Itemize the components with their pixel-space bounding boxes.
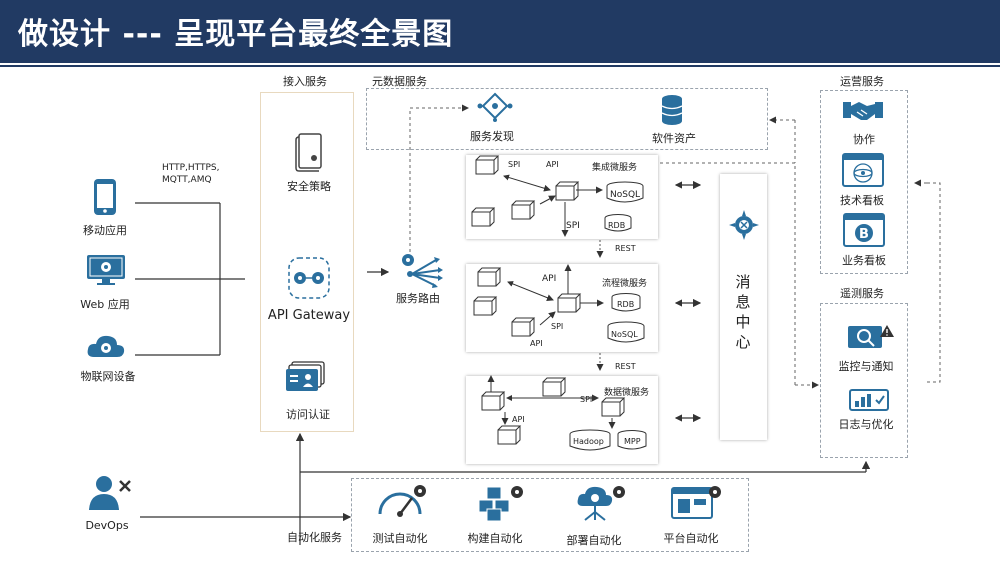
section-label-automation: 自动化服务 <box>287 531 342 544</box>
data-store-mpp: MPP <box>624 437 641 446</box>
deploy-cloud-icon <box>575 484 627 528</box>
api-gateway-label: API Gateway <box>267 308 351 323</box>
data-api-label: API <box>512 415 525 424</box>
access-auth-label: 访问认证 <box>286 408 330 421</box>
blocks-icon <box>475 484 525 526</box>
metadata-service-box <box>366 88 768 150</box>
database-assets-icon <box>660 94 684 130</box>
scroll-document-icon <box>295 132 325 176</box>
handshake-icon <box>843 96 883 128</box>
automation-item-deploy: 部署自动化 <box>566 534 622 547</box>
id-card-icon <box>286 361 326 397</box>
mobile-phone-icon <box>93 178 117 220</box>
integration-spi-label: SPI <box>508 160 521 169</box>
monitor-icon <box>86 254 126 290</box>
access-security-label: 安全策略 <box>287 180 331 193</box>
flow-store-rdb: RDB <box>617 300 635 309</box>
svg-text:B: B <box>859 227 869 242</box>
data-store-hadoop: Hadoop <box>573 437 604 446</box>
service-discovery-label: 服务发现 <box>470 130 514 143</box>
flow-store-nosql: NoSQL <box>611 330 638 339</box>
gateway-gears-icon <box>287 256 331 304</box>
flow-api-label: API <box>542 274 557 284</box>
client-mobile: 移动应用 <box>83 224 127 237</box>
observe-item-logging: 日志与优化 <box>838 418 894 431</box>
observe-item-monitoring: 监控与通知 <box>838 360 894 373</box>
protocol-label: HTTP,HTTPS, MQTT,AMQ <box>162 163 220 185</box>
observe-service-box <box>820 303 908 458</box>
automation-item-build: 构建自动化 <box>467 532 523 545</box>
header-divider-thin <box>0 65 1000 67</box>
section-label-observe: 遥测服务 <box>840 287 884 300</box>
header-divider <box>0 60 1000 63</box>
automation-item-platform: 平台自动化 <box>663 532 719 545</box>
flow-spi-label: SPI <box>551 322 564 331</box>
routing-arrows-icon <box>396 250 446 292</box>
section-label-metadata: 元数据服务 <box>372 75 427 88</box>
data-service-label: 数据微服务 <box>604 388 650 398</box>
devops-person-icon <box>88 475 132 515</box>
software-assets-label: 软件资产 <box>652 132 696 145</box>
rest-label-1: REST <box>615 244 636 253</box>
integration-store-nosql: NoSQL <box>610 190 641 200</box>
integration-spi2-label: SPI <box>566 221 580 231</box>
client-web: Web 应用 <box>80 298 130 311</box>
ops-service-box <box>820 90 908 274</box>
automation-service-box <box>351 478 749 552</box>
integration-api-label: API <box>546 160 559 169</box>
section-label-ops: 运营服务 <box>840 75 884 88</box>
data-microservice-panel <box>466 376 658 464</box>
page-title: 做设计 --- 呈现平台最终全景图 <box>18 17 454 52</box>
integration-service-label: 集成微服务 <box>592 163 638 173</box>
speedometer-icon <box>376 484 428 524</box>
tech-board-icon <box>842 153 884 191</box>
client-iot: 物联网设备 <box>80 370 136 383</box>
rest-label-2: REST <box>615 362 636 371</box>
monitor-search-icon <box>847 323 895 355</box>
cloud-gear-icon <box>86 333 126 363</box>
business-board-icon: B <box>843 213 885 251</box>
flow-service-label: 流程微服务 <box>602 279 648 289</box>
integration-store-rdb: RDB <box>608 221 626 230</box>
log-chart-icon <box>849 389 889 417</box>
ops-item-tech-board: 技术看板 <box>840 194 884 207</box>
title-bar: 做设计 --- 呈现平台最终全景图 <box>0 0 1000 60</box>
section-label-access: 接入服务 <box>283 75 327 88</box>
routing-label: 服务路由 <box>396 292 440 305</box>
flow-api2-label: API <box>530 339 543 348</box>
data-spi-label: SPI <box>580 395 593 404</box>
ops-item-business-board: 业务看板 <box>842 254 886 267</box>
message-center-label: 消息中心 <box>735 273 751 351</box>
devops-label: DevOps <box>85 519 129 532</box>
platform-window-icon <box>670 484 722 526</box>
compass-icon <box>729 210 759 244</box>
automation-item-test: 测试自动化 <box>372 532 428 545</box>
ops-item-collab: 协作 <box>853 133 875 146</box>
service-discovery-icon <box>477 92 513 126</box>
